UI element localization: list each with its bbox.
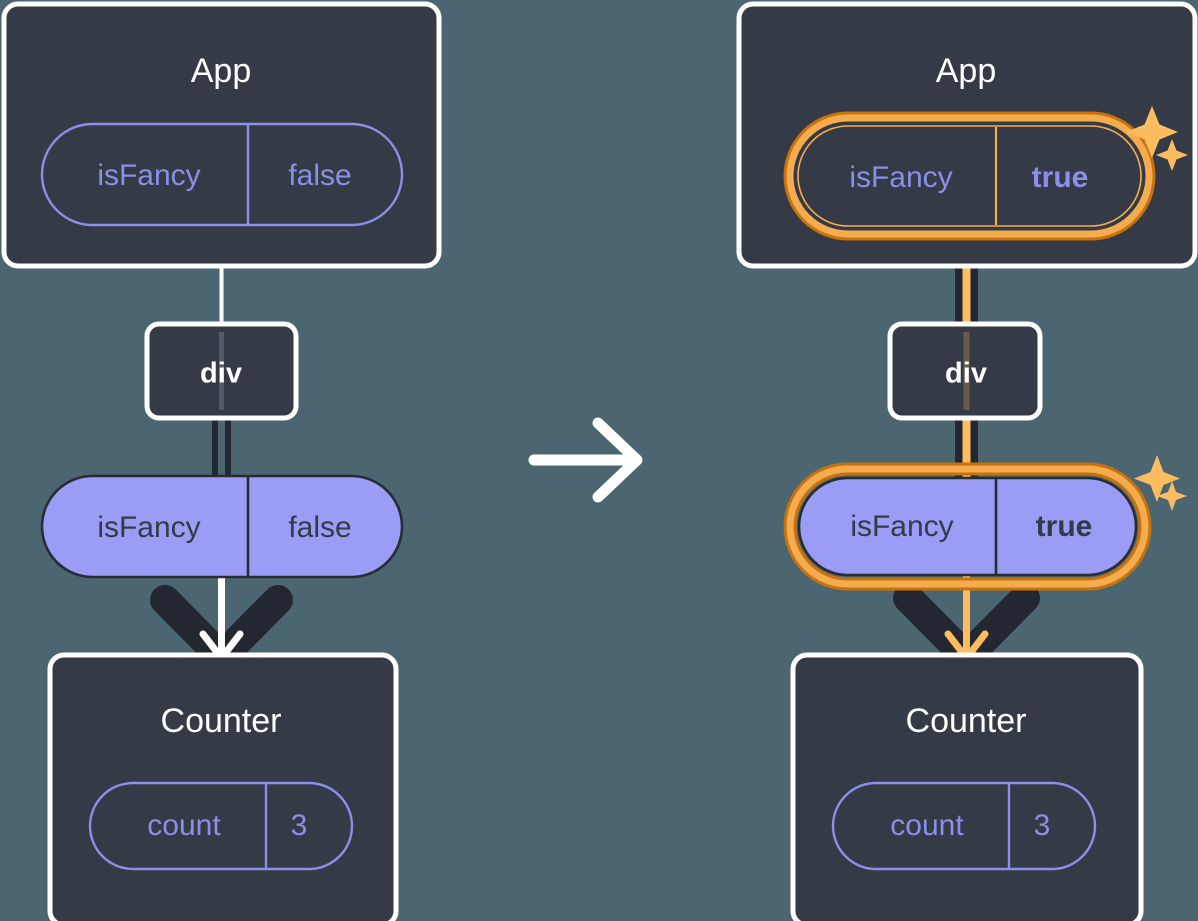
props-pill-key: isFancy <box>850 510 953 543</box>
panel-after: App isFancy true <box>736 1 1198 921</box>
counter-state-pill-shape <box>88 781 354 871</box>
div-box-after[interactable]: div <box>887 321 1043 421</box>
counter-state-pill-before[interactable]: count 3 <box>88 781 354 871</box>
counter-state-pill-key: count <box>147 809 221 842</box>
app-box-rect <box>1 1 442 269</box>
app-box-title: App <box>936 52 997 90</box>
props-pill-value: false <box>288 511 351 544</box>
app-state-pill-value: false <box>288 159 351 192</box>
div-box-before[interactable]: div <box>144 321 299 421</box>
sparkle-large-icon <box>1134 455 1180 502</box>
sparkle-large-icon <box>1126 106 1178 158</box>
props-pill-key: isFancy <box>97 511 200 544</box>
transition-arrow <box>528 417 643 503</box>
counter-box-before[interactable]: Counter count 3 <box>47 652 399 921</box>
app-box-before[interactable]: App isFancy false <box>1 1 442 269</box>
app-state-pill-key: isFancy <box>97 159 200 192</box>
counter-state-pill-shape <box>831 781 1097 871</box>
props-pill-value: true <box>1036 510 1093 543</box>
counter-box-title: Counter <box>161 702 282 740</box>
app-state-pill-shape <box>40 122 404 227</box>
edge-div-to-props-before <box>212 418 231 486</box>
counter-box-title: Counter <box>906 702 1027 740</box>
counter-state-pill-key: count <box>890 809 964 842</box>
app-box-title: App <box>191 52 252 90</box>
app-state-pill-before[interactable]: isFancy false <box>40 122 404 227</box>
app-box-after[interactable]: App isFancy true <box>736 1 1198 269</box>
counter-box-rect <box>790 652 1144 921</box>
props-pill-before[interactable]: isFancy false <box>40 474 404 579</box>
app-state-pill-key: isFancy <box>849 161 952 194</box>
counter-state-pill-after[interactable]: count 3 <box>831 781 1097 871</box>
transition-arrow-head <box>592 417 643 503</box>
sparkle-small-icon <box>1156 139 1188 171</box>
counter-state-pill-value: 3 <box>1034 809 1051 842</box>
counter-box-rect <box>47 652 399 921</box>
counter-state-pill-value: 3 <box>291 809 308 842</box>
props-pill-highlight-inner <box>786 465 1149 588</box>
div-box-title: div <box>945 358 987 390</box>
props-pill-shape <box>797 476 1138 577</box>
panel-before: App isFancy false div <box>1 1 442 921</box>
div-box-title: div <box>200 358 242 390</box>
app-state-pill-shape <box>797 125 1142 227</box>
sparkles-icon-app <box>1126 106 1188 171</box>
app-state-pill-value: true <box>1032 161 1089 194</box>
sparkles-icon-props <box>1134 455 1187 511</box>
app-state-pill-after[interactable]: isFancy true <box>783 106 1188 241</box>
counter-box-after[interactable]: Counter count 3 <box>790 652 1144 921</box>
props-pill-after[interactable]: isFancy true <box>783 455 1187 591</box>
props-pill-shape <box>40 474 404 579</box>
app-state-pill-highlight-inner <box>786 114 1153 238</box>
sparkle-small-icon <box>1157 481 1187 511</box>
